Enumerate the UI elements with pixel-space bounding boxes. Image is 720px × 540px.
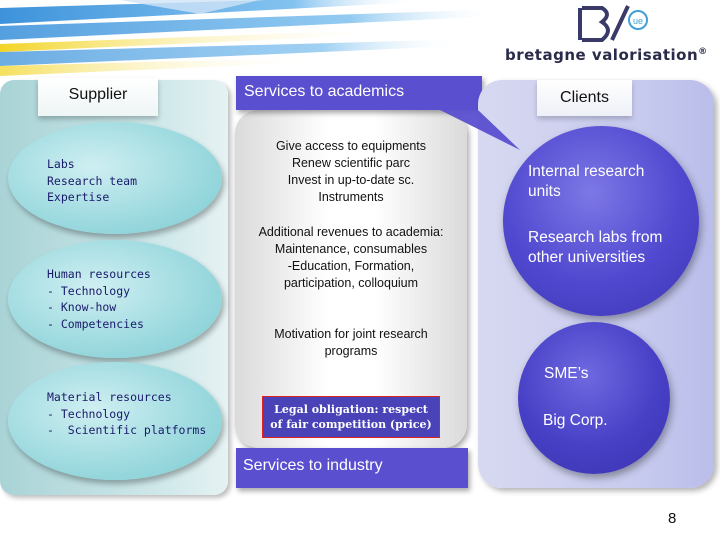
services-to-academics-box — [236, 76, 482, 110]
supplier-item-labs: Labs Research team Expertise — [47, 157, 138, 204]
client-item-smes: SME’s — [544, 365, 589, 382]
clients-title: Clients — [560, 89, 609, 106]
service-item-equipment: Give access to equipments Renew scientif… — [275, 139, 427, 204]
supplier-item-material-resources: Material resources - Technology - Scient… — [47, 390, 207, 437]
supplier-ellipse-labs — [8, 122, 222, 234]
legal-obligation-text: Legal obligation: respect of fair compet… — [270, 403, 432, 431]
services-to-academics-title: Services to academics — [244, 83, 405, 100]
service-item-revenues: Additional revenues to academia: Mainten… — [258, 225, 444, 290]
client-item-internal-research: Internal research units — [528, 163, 645, 200]
client-item-research-labs: Research labs from other universities — [528, 229, 663, 266]
page-number: 8 — [668, 510, 677, 527]
logo-wordmark-text: bretagne valorisation — [505, 46, 699, 64]
logo-tag-text: ue — [633, 16, 643, 26]
supplier-item-human-resources: Human resources - Technology - Know-how … — [47, 267, 151, 331]
header-streaks — [0, 0, 500, 76]
logo-wordmark: bretagne valorisation® — [505, 46, 720, 64]
logo-registered-mark: ® — [698, 47, 708, 57]
services-to-industry-box — [236, 448, 468, 488]
bretagne-valorisation-logo: ue — [578, 5, 648, 42]
clients-circle-industry — [518, 322, 670, 474]
supplier-title-box — [38, 78, 158, 116]
clients-title-box — [537, 80, 632, 116]
services-panel — [235, 110, 467, 448]
supplier-ellipse-material-resources — [8, 362, 222, 480]
services-to-industry-title: Services to industry — [243, 457, 383, 474]
clients-circle-academic — [503, 126, 699, 316]
client-item-big-corp: Big Corp. — [543, 412, 608, 429]
service-item-motivation: Motivation for joint research programs — [274, 327, 428, 358]
legal-obligation-box — [262, 396, 440, 438]
supplier-title: Supplier — [68, 86, 128, 103]
supplier-ellipse-human-resources — [8, 240, 222, 358]
